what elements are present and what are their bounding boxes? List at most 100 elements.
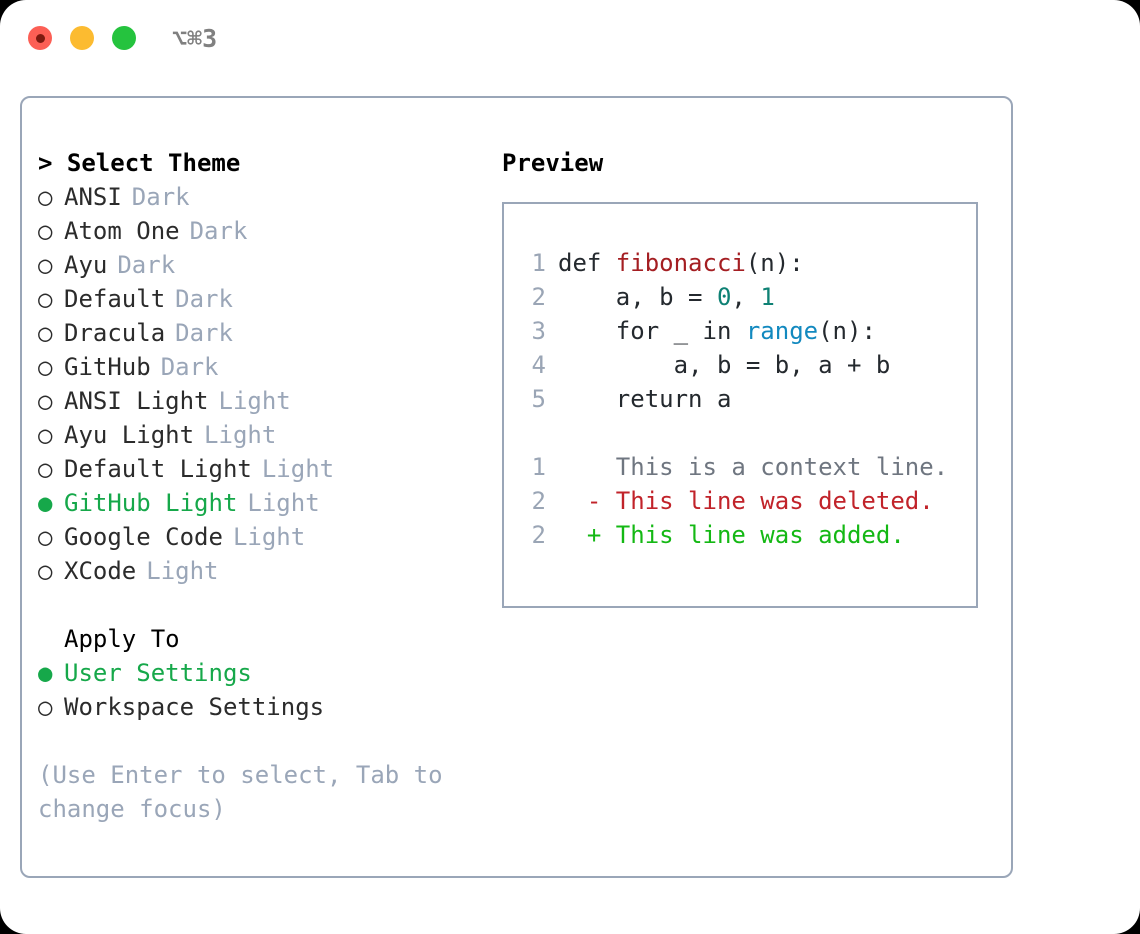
theme-option-label: Ayu — [64, 251, 108, 279]
spacer — [524, 416, 976, 450]
theme-option[interactable]: ○ ANSI Light Light — [38, 384, 478, 418]
line-number: 1 — [531, 249, 546, 277]
apply-to-section: Apply To ● User Settings ○ Workspace Settin… — [38, 622, 478, 724]
theme-variant-tag: Dark — [131, 183, 190, 211]
maximize-button-icon[interactable] — [112, 26, 136, 50]
code-token: (n): — [818, 317, 876, 345]
apply-to-option-label: Workspace Settings — [64, 693, 325, 721]
apply-to-list[interactable]: ● User Settings ○ Workspace Settings — [38, 656, 478, 724]
theme-option-label: GitHub Light — [64, 489, 238, 517]
theme-option-label: GitHub — [64, 353, 151, 381]
line-number: 1 — [531, 453, 546, 481]
theme-variant-tag: Dark — [175, 319, 233, 347]
line-number: 2 — [531, 283, 546, 311]
diff-sample: 1 This is a context line.2 - This line w… — [524, 450, 976, 552]
theme-option-label: ANSI — [64, 183, 122, 211]
line-number: 2 — [531, 521, 546, 549]
theme-variant-tag: Dark — [160, 353, 219, 381]
line-number: 5 — [531, 385, 546, 413]
theme-option-label: Ayu Light — [64, 421, 195, 449]
radio-unselected-icon: ○ — [38, 251, 53, 279]
theme-option-label: Default — [64, 285, 166, 313]
theme-variant-tag: Light — [146, 557, 219, 585]
radio-unselected-icon: ○ — [38, 217, 53, 245]
theme-option-label: ANSI Light — [64, 387, 209, 415]
preview-heading: Preview — [502, 149, 604, 177]
diff-line: 1 This is a context line. — [524, 450, 976, 484]
theme-option[interactable]: ○ ANSI Dark — [38, 180, 478, 214]
line-number: 3 — [531, 317, 546, 345]
code-line: 1 def fibonacci(n): — [524, 246, 976, 280]
apply-to-option-label: User Settings — [64, 659, 252, 687]
code-token: def — [558, 249, 616, 277]
theme-option[interactable]: ○ Default Light Light — [38, 452, 478, 486]
theme-variant-tag: Dark — [117, 251, 176, 279]
code-token: range — [745, 317, 819, 345]
theme-option[interactable]: ○ Default Dark — [38, 282, 478, 316]
radio-unselected-icon: ○ — [38, 183, 53, 211]
line-number: 4 — [531, 351, 546, 379]
keyboard-shortcut-label: ⌥⌘3 — [172, 24, 218, 53]
radio-unselected-icon: ○ — [38, 523, 53, 551]
minimize-button-icon[interactable] — [70, 26, 94, 50]
close-button-icon[interactable] — [28, 26, 52, 50]
code-line: 4 a, b = b, a + b — [524, 348, 976, 382]
code-token: for _ in — [558, 317, 746, 345]
theme-option-label: Dracula — [64, 319, 166, 347]
theme-option[interactable]: ○ XCode Light — [38, 554, 478, 588]
theme-variant-tag: Light — [218, 387, 291, 415]
theme-option[interactable]: ○ Dracula Dark — [38, 316, 478, 350]
diff-line: 2 + This line was added. — [524, 518, 976, 552]
theme-variant-tag: Light — [232, 523, 306, 551]
radio-selected-icon: ● — [38, 489, 53, 517]
apply-to-option[interactable]: ● User Settings — [38, 656, 478, 690]
radio-unselected-icon: ○ — [38, 319, 53, 347]
apply-to-option[interactable]: ○ Workspace Settings — [38, 690, 478, 724]
theme-option-label: Google Code — [64, 523, 223, 551]
code-token: fibonacci — [615, 249, 746, 277]
apply-to-heading: Apply To — [64, 625, 180, 653]
theme-variant-tag: Dark — [189, 217, 248, 245]
radio-unselected-icon: ○ — [38, 421, 53, 449]
title-bar: ⌥⌘3 — [0, 0, 1140, 78]
theme-option[interactable]: ○ GitHub Dark — [38, 350, 478, 384]
theme-option[interactable]: ○ Ayu Light Light — [38, 418, 478, 452]
radio-unselected-icon: ○ — [38, 285, 53, 313]
code-line: 2 a, b = 0, 1 — [524, 280, 976, 314]
code-token: a, b = b, a + b — [558, 351, 891, 379]
diff-text: + This line was added. — [558, 521, 905, 549]
keyboard-hint-text: (Use Enter to select, Tab to change focu… — [38, 761, 443, 823]
code-line: 5 return a — [524, 382, 976, 416]
select-theme-heading: > Select Theme — [38, 149, 241, 177]
line-number: 2 — [531, 487, 546, 515]
radio-unselected-icon: ○ — [38, 353, 53, 381]
code-token: (n): — [745, 249, 804, 277]
theme-option-label: Default Light — [64, 455, 252, 483]
theme-variant-tag: Dark — [175, 285, 233, 313]
diff-line: 2 - This line was deleted. — [524, 484, 976, 518]
code-token: , — [731, 283, 761, 311]
code-token: a, b = — [558, 283, 717, 311]
radio-unselected-icon: ○ — [38, 387, 53, 415]
radio-unselected-icon: ○ — [38, 557, 53, 585]
radio-unselected-icon: ○ — [38, 693, 53, 721]
theme-variant-tag: Light — [261, 455, 335, 483]
diff-text: This is a context line. — [558, 453, 949, 481]
radio-unselected-icon: ○ — [38, 455, 53, 483]
window-controls — [28, 26, 136, 50]
radio-selected-icon: ● — [38, 659, 53, 687]
code-token: 1 — [760, 283, 775, 311]
theme-option[interactable]: ○ Google Code Light — [38, 520, 478, 554]
theme-option[interactable]: ○ Ayu Dark — [38, 248, 478, 282]
theme-option-label: XCode — [64, 557, 137, 585]
theme-variant-tag: Light — [204, 421, 277, 449]
